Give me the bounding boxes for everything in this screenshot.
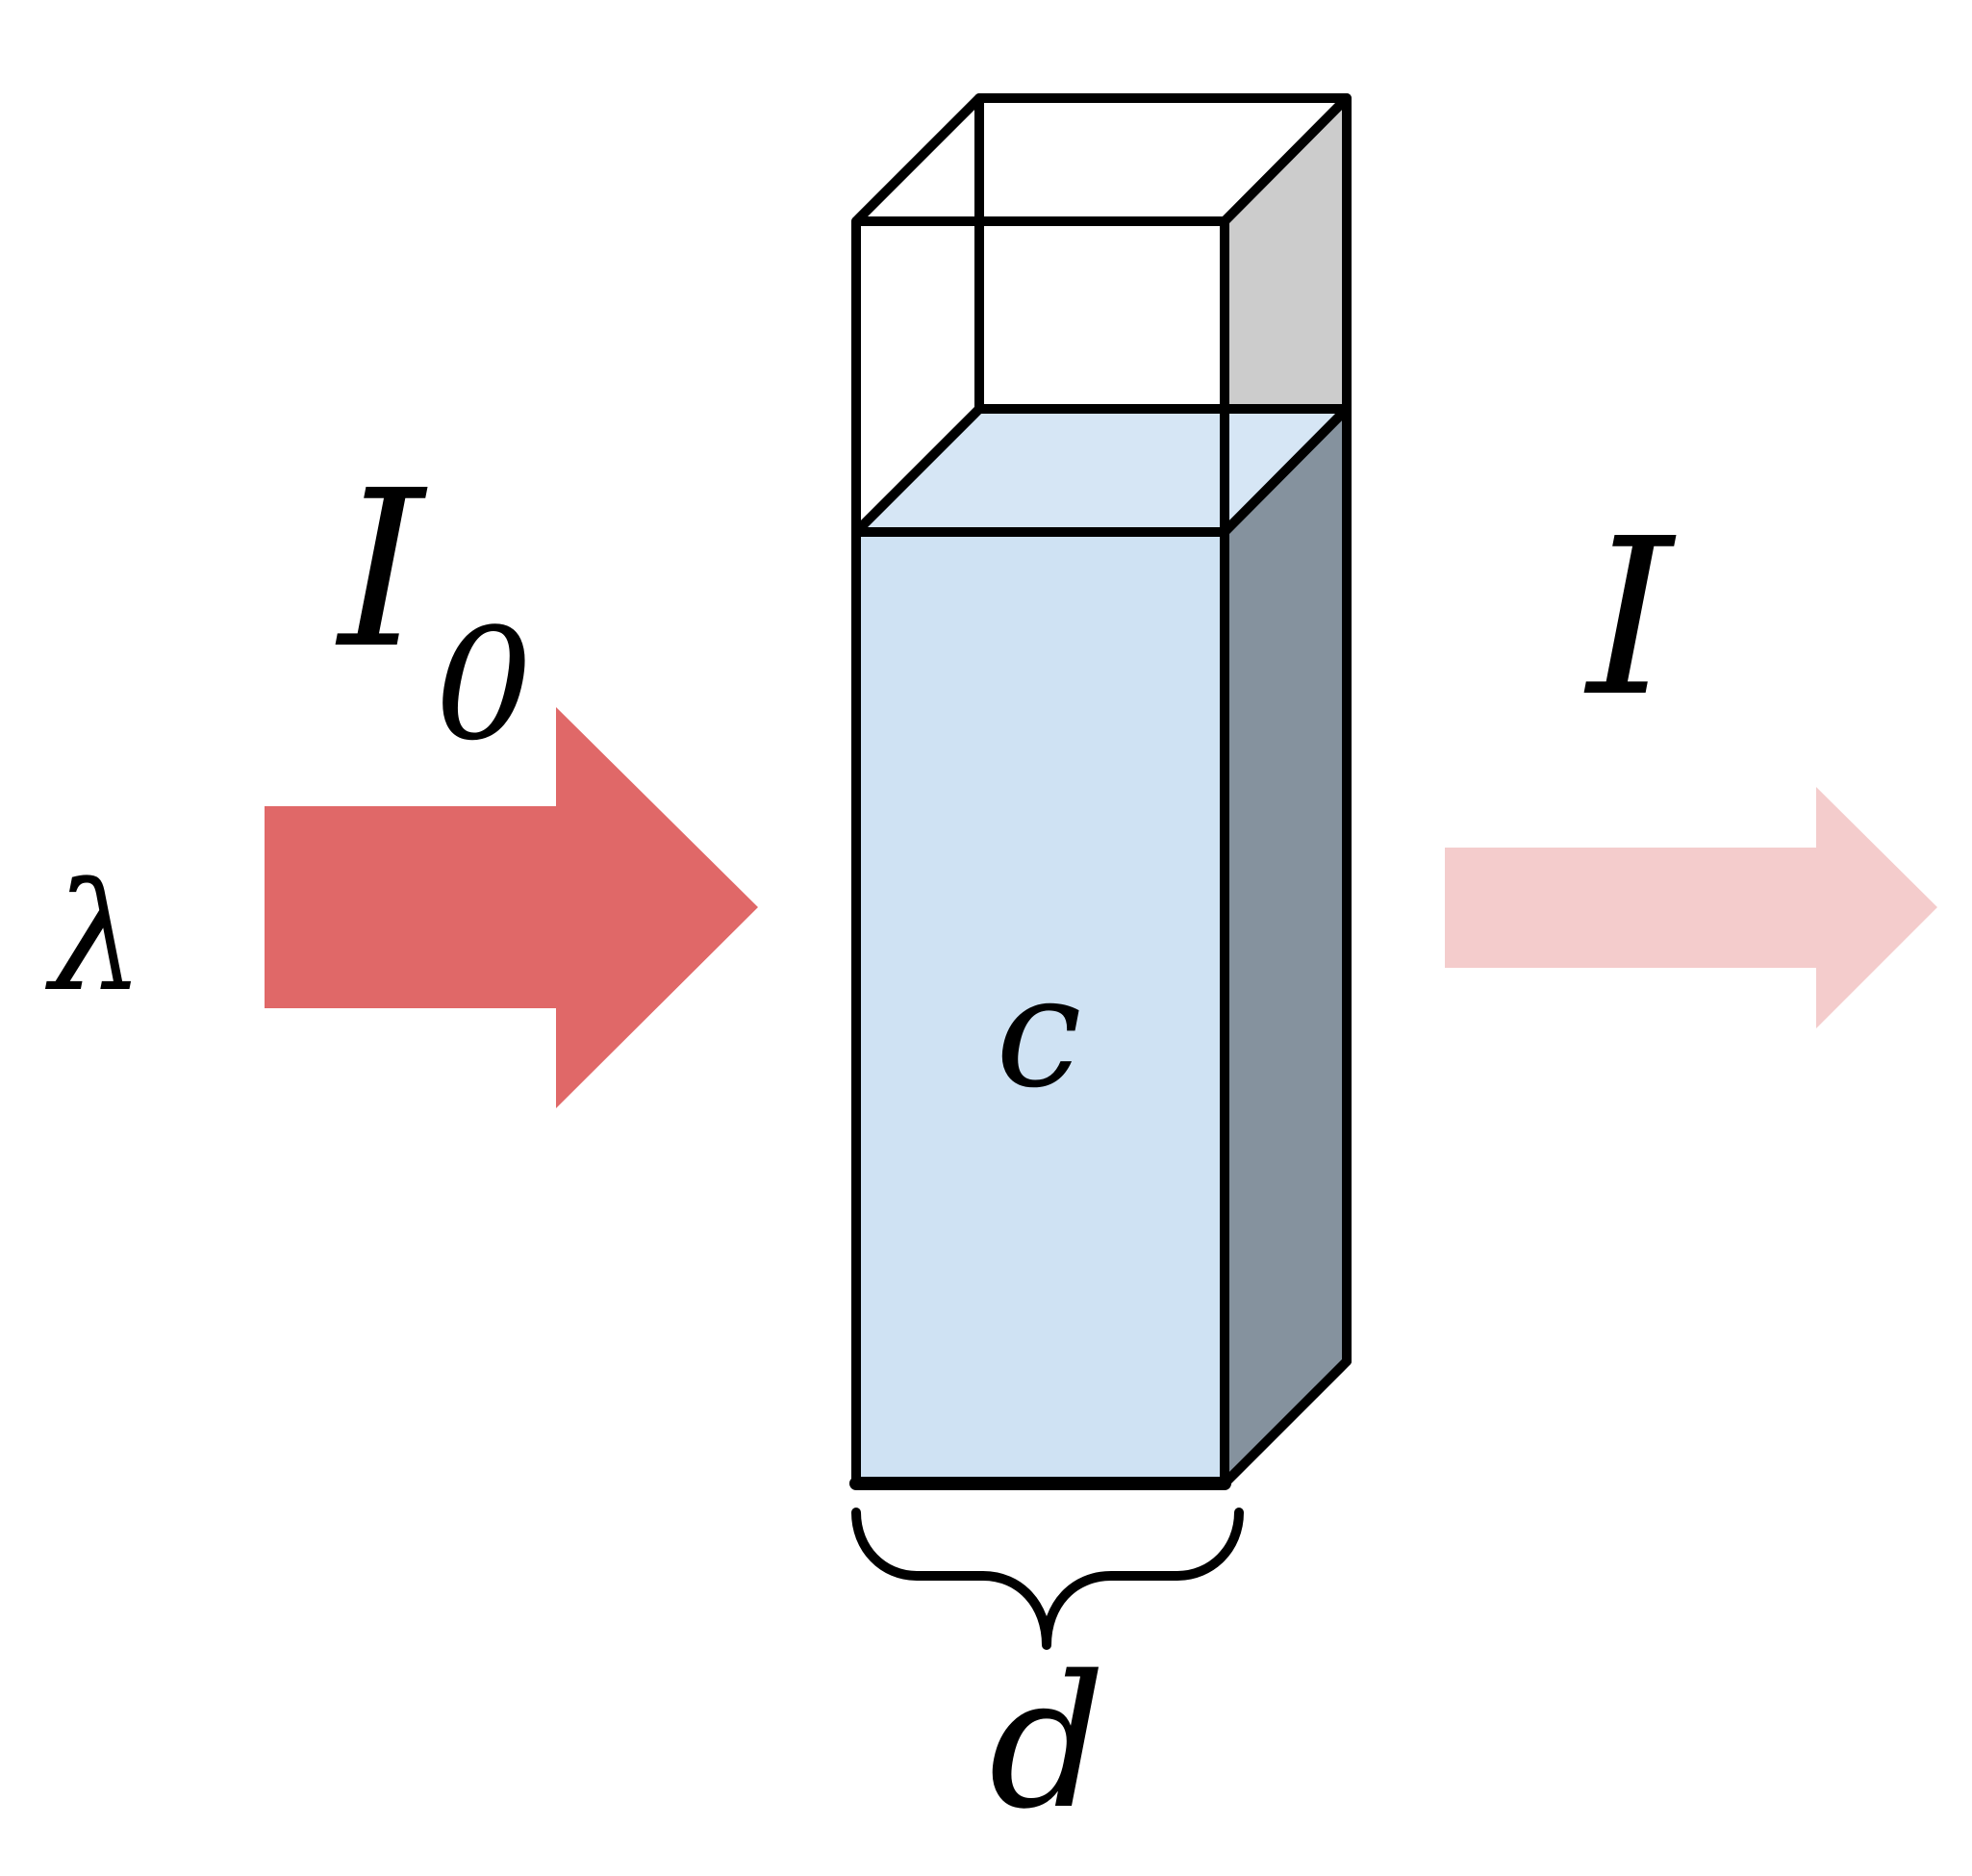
cuvette-side-empty bbox=[1225, 98, 1347, 409]
solution-side-face bbox=[1225, 409, 1347, 1483]
wavelength-label: λ bbox=[44, 850, 144, 1025]
incident-intensity-subscript: 0 bbox=[435, 595, 533, 774]
solution-front-face bbox=[856, 532, 1225, 1483]
path-length-label: d bbox=[989, 1636, 1106, 1849]
transmitted-intensity-label: I bbox=[1583, 493, 1677, 745]
incident-intensity-label: I bbox=[335, 444, 428, 697]
cuvette-outline bbox=[849, 93, 1352, 1490]
concentration-label: c bbox=[996, 942, 1082, 1122]
path-length-brace bbox=[851, 1508, 1244, 1650]
transmitted-beam-arrow bbox=[1445, 787, 1937, 1028]
cuvette bbox=[849, 93, 1352, 1490]
incident-beam-arrow bbox=[265, 707, 758, 1108]
